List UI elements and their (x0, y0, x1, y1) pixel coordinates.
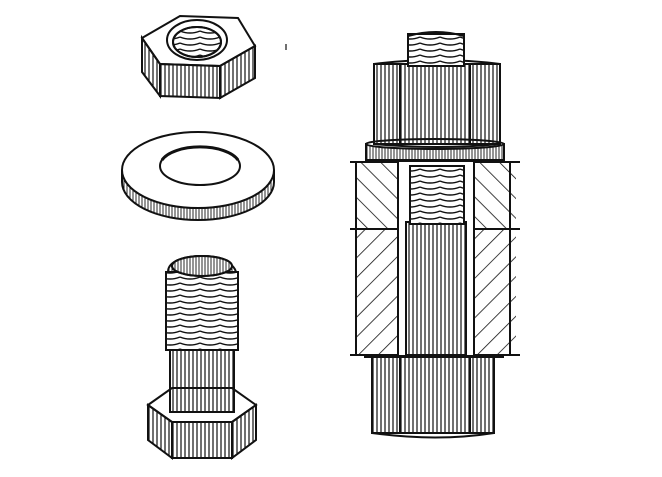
bolted-joint-section (350, 31, 520, 439)
hex-bolt (146, 254, 258, 460)
flat-washer (121, 131, 275, 221)
hex-nut (140, 14, 257, 100)
